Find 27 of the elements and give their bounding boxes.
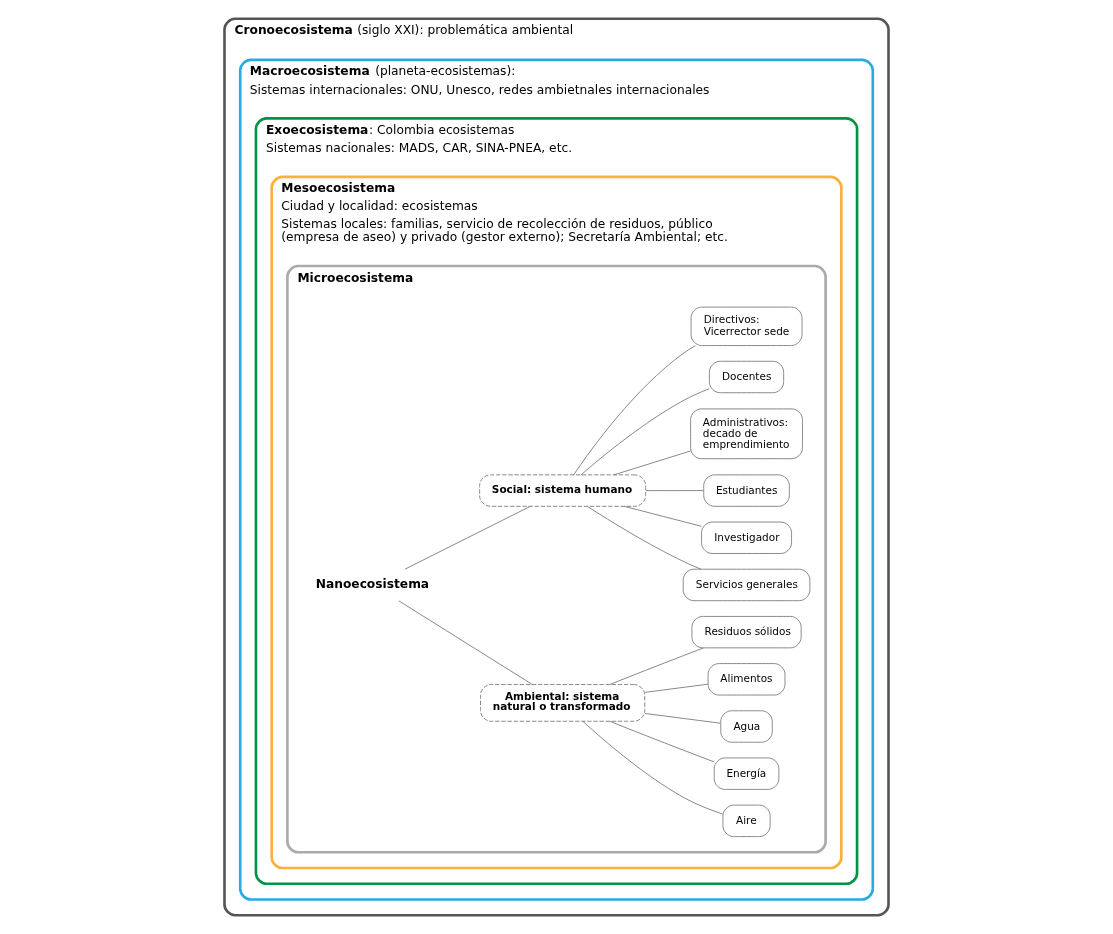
connector (398, 600, 533, 685)
node-box: Residuos sólidos (691, 615, 802, 649)
node-box: Aire (722, 804, 771, 838)
connector (613, 450, 691, 476)
connector (644, 683, 709, 693)
connector (609, 647, 705, 685)
node-box: Energía (713, 757, 780, 790)
connector (586, 505, 702, 570)
node-box: Investigador (701, 521, 792, 554)
node-box: Servicios generales (682, 568, 811, 602)
connector (623, 505, 702, 527)
node-box: Alimentos (707, 663, 786, 696)
node-box: Administrativos: decado de emprendimiento (690, 408, 803, 460)
connector (573, 345, 696, 476)
node-box: Directivos: Vicerrector sede (690, 306, 803, 346)
node-box: Estudiantes (703, 474, 790, 507)
node-box: Social: sistema humano (479, 474, 647, 507)
connector (645, 490, 704, 492)
connector (609, 720, 715, 763)
node-box: Agua (720, 710, 773, 743)
connector (580, 388, 710, 476)
connector (582, 720, 724, 815)
node-box: Ambiental: sistema natural o transformado (480, 684, 646, 722)
node-text: Nanoecosistema (315, 576, 430, 591)
connector (404, 506, 531, 570)
node-box: Docentes (708, 360, 785, 394)
connector (644, 713, 721, 724)
